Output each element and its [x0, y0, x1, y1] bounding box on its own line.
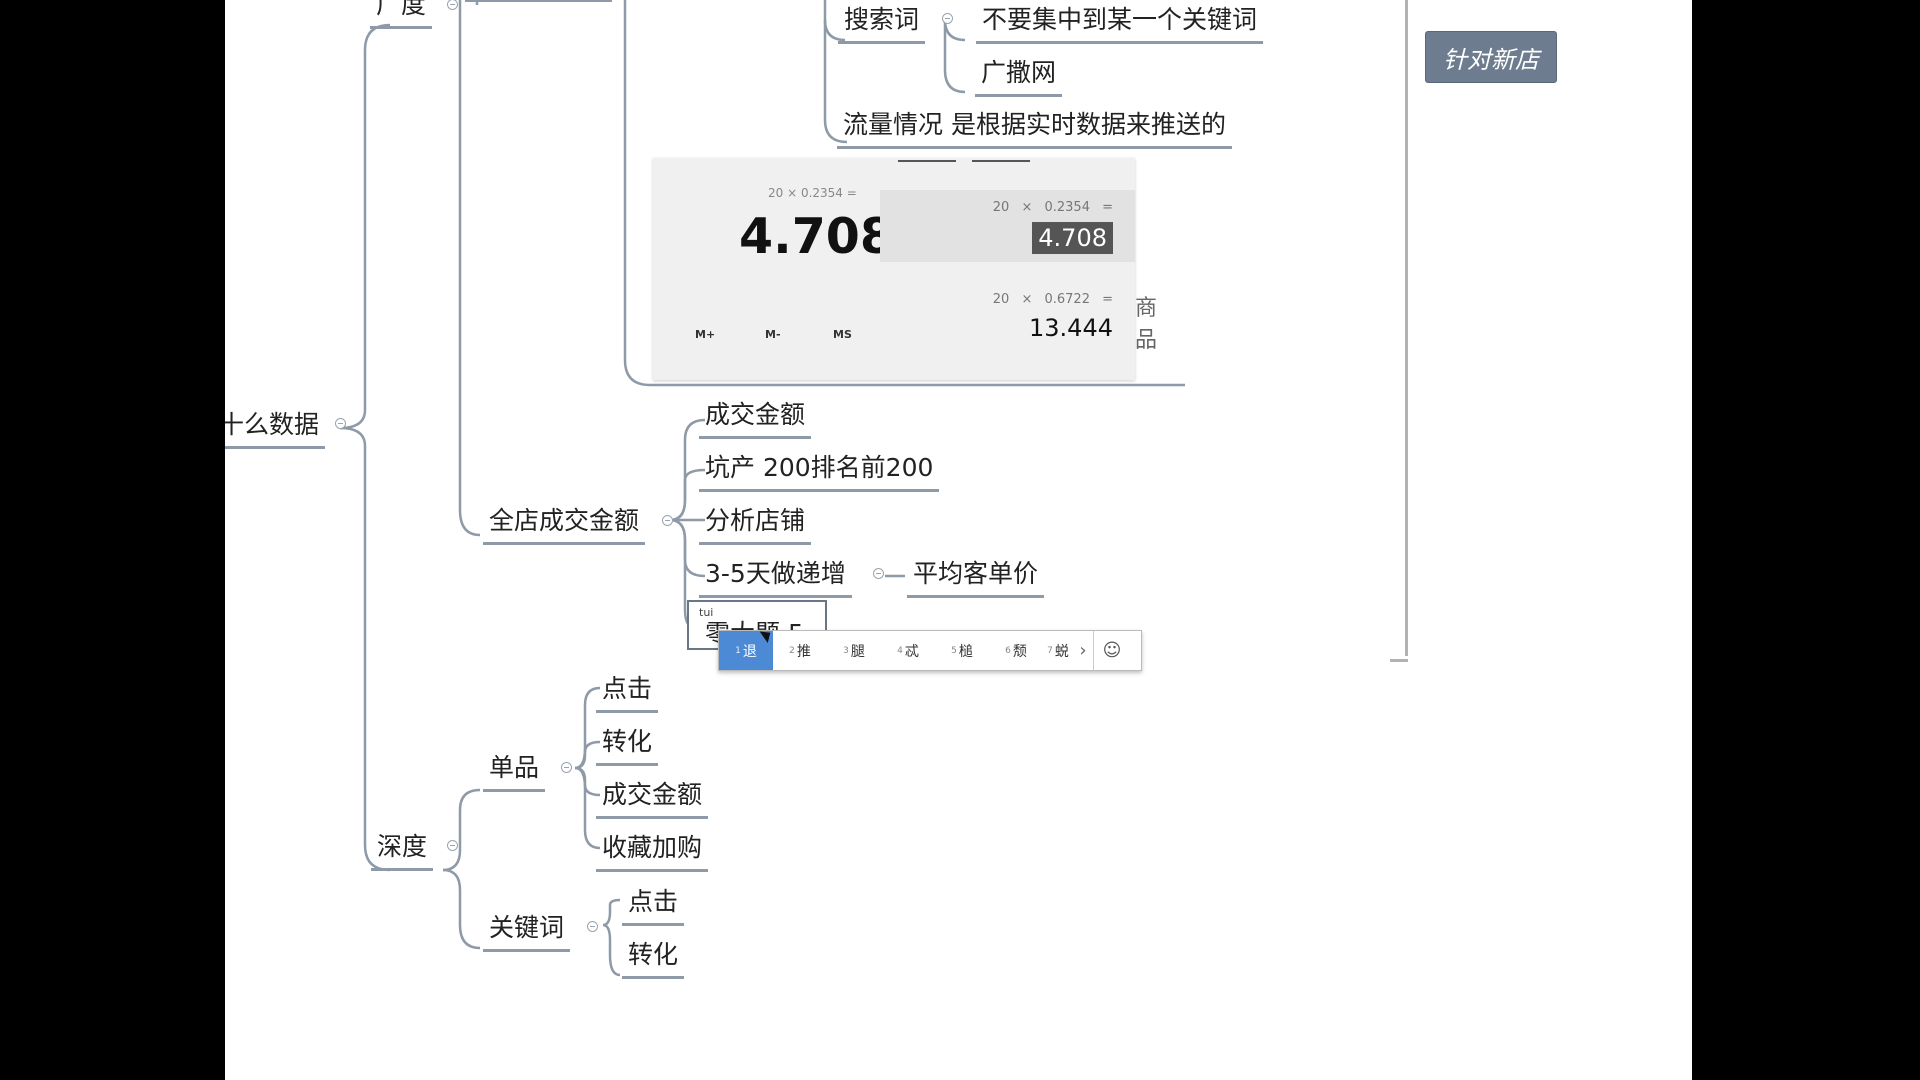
mindmap-connectors — [339, 0, 1185, 977]
mindmap-canvas[interactable]: 十么数据 广度 搜索词 不要集中到某一个关键词 广撒网 流量情况 是根据实时数据… — [225, 0, 1692, 1080]
node-breadth[interactable]: 广度 — [370, 0, 433, 29]
collapse-icon[interactable] — [561, 762, 572, 773]
collapse-icon[interactable] — [873, 568, 884, 579]
node-analyze-shop[interactable]: 分析店铺 — [699, 508, 812, 545]
history-expression: 20 × 0.2354 = — [992, 200, 1113, 215]
boundary-bracket — [1390, 0, 1408, 662]
node-keyword[interactable]: 关键词 — [483, 915, 571, 952]
node-avg-order-value[interactable]: 平均客单价 — [907, 561, 1045, 598]
node-kw-click[interactable]: 点击 — [622, 889, 685, 926]
node-partial-label: 商品 — [1135, 296, 1158, 353]
collapse-icon[interactable] — [447, 0, 458, 10]
node-kw-conversion[interactable]: 转化 — [622, 942, 685, 979]
collapse-icon[interactable] — [662, 515, 673, 526]
calculator-window[interactable]: 20 × 0.2354 = 4.708 M+ M- MS 20 × 0.2354… — [653, 158, 1135, 380]
node-fav-cart[interactable]: 收藏加购 — [596, 835, 709, 872]
history-result: 13.444 — [1029, 314, 1113, 342]
node-pit-output[interactable]: 坑产 200排名前200 — [699, 455, 940, 492]
history-item[interactable]: 20 × 0.2354 = 4.708 — [880, 190, 1135, 262]
calculator-result: 4.708 — [739, 208, 894, 265]
node-not-focus-keyword[interactable]: 不要集中到某一个关键词 — [976, 7, 1264, 44]
summary-label-new-shop[interactable]: 针对新店 — [1425, 31, 1557, 83]
node-root[interactable]: 十么数据 — [225, 412, 326, 449]
memory-add-button[interactable]: M+ — [695, 328, 716, 341]
calculator-expression: 20 × 0.2354 = — [768, 186, 857, 200]
collapse-icon[interactable] — [587, 921, 598, 932]
node-wide-net[interactable]: 广撒网 — [975, 60, 1063, 97]
collapse-icon[interactable] — [335, 418, 346, 429]
node-traffic-note[interactable]: 流量情况 是根据实时数据来推送的 — [837, 112, 1232, 149]
memory-store-button[interactable]: MS — [833, 328, 852, 341]
node-single-item[interactable]: 单品 — [483, 755, 546, 792]
calculator-tabs — [898, 148, 1048, 162]
memory-subtract-button[interactable]: M- — [765, 328, 781, 341]
chevron-right-icon[interactable]: › — [1079, 640, 1087, 661]
history-expression: 20 × 0.6722 = — [992, 292, 1113, 307]
node-depth[interactable]: 深度 — [371, 834, 434, 871]
collapse-icon[interactable] — [942, 13, 953, 24]
history-result: 4.708 — [1032, 222, 1113, 254]
node-gmv[interactable]: 成交金额 — [699, 402, 812, 439]
node-shop-gmv[interactable]: 全店成交金额 — [483, 508, 646, 545]
node-increment[interactable]: 3-5天做递增 — [699, 561, 852, 598]
node-click[interactable]: 点击 — [596, 676, 659, 713]
node-header-partial — [465, 0, 612, 2]
node-conversion[interactable]: 转化 — [596, 729, 659, 766]
collapse-icon[interactable] — [447, 840, 458, 851]
smiley-icon[interactable]: ☺ — [1093, 631, 1130, 670]
ime-pinyin: tui — [699, 606, 714, 619]
node-search-terms[interactable]: 搜索词 — [838, 7, 926, 44]
history-item[interactable]: 20 × 0.6722 = 13.444 — [880, 268, 1135, 342]
node-item-gmv[interactable]: 成交金额 — [596, 782, 709, 819]
